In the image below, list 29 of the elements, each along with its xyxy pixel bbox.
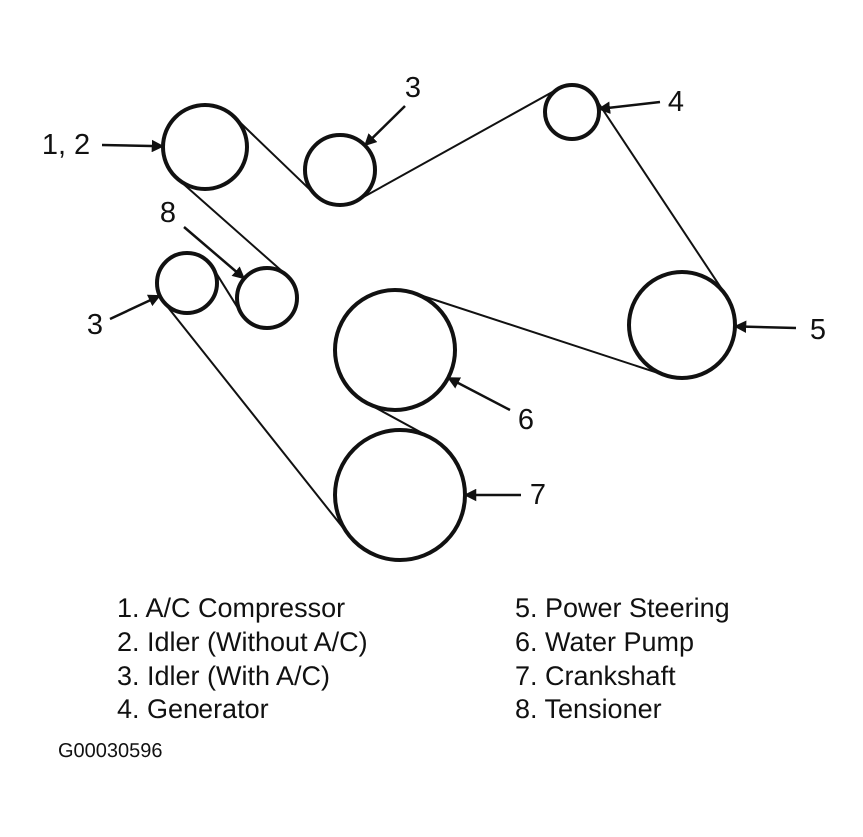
part-list-item: 3. Idler (With A/C) [117,661,330,691]
pulley [333,288,457,412]
callout-number: 3 [86,309,104,341]
callout-number: 3 [404,72,422,104]
pulley [333,428,467,562]
part-list-item: 4. Generator [117,694,269,724]
pulley [627,270,737,380]
part-list-item: 1. A/C Compressor [117,593,346,623]
leader-arrow [109,294,161,320]
pulley [303,133,377,207]
callout-number: 8 [160,197,176,229]
figure-code: G00030596 [58,740,163,762]
part-list-item: 5. Power Steering [515,593,730,623]
part-list-item: 8. Tensioner [515,694,662,724]
callout-number: 7 [530,479,546,511]
leader-arrow [447,376,511,412]
pulley [155,251,219,315]
callout-number: 5 [810,314,826,346]
pulley [161,103,249,191]
pulley [543,83,601,141]
callout-number: 1, 2 [42,129,90,161]
callout-number: 6 [518,404,534,436]
part-list-item: 7. Crankshaft [515,661,676,691]
leader-arrow [364,105,406,146]
pulley [235,266,299,330]
part-list-item: 2. Idler (Without A/C) [117,627,368,657]
callout-number: 4 [668,86,684,118]
leader-arrow [183,226,246,280]
part-list-item: 6. Water Pump [515,627,694,657]
